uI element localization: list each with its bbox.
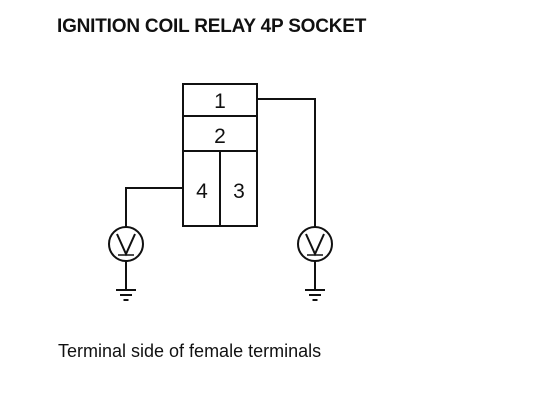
terminal-3-label: 3 [233, 180, 245, 203]
terminal-4-label: 4 [196, 180, 208, 203]
terminal-1-label: 1 [214, 90, 226, 113]
diagram-title: IGNITION COIL RELAY 4P SOCKET [57, 16, 367, 37]
terminal-2-label: 2 [214, 125, 226, 148]
ground-right-icon [305, 289, 325, 301]
connector-socket [182, 83, 258, 227]
voltmeter-left-v-symbol [116, 233, 136, 257]
voltmeter-right-v-symbol [305, 233, 325, 257]
wire-terminal-4 [125, 187, 183, 228]
wire-terminal-1 [257, 98, 316, 228]
ground-left-icon [116, 289, 136, 301]
voltmeter-left [108, 226, 144, 301]
voltmeter-right [297, 226, 333, 301]
diagram-caption: Terminal side of female terminals [58, 341, 322, 361]
